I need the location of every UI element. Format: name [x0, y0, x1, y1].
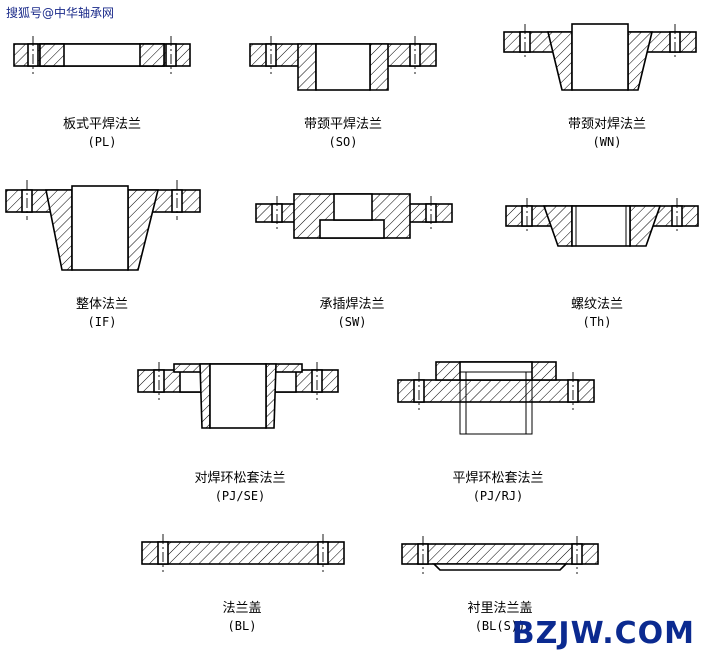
label-th-code: (Th)	[582, 315, 612, 329]
drawing-pj-rj	[397, 361, 595, 435]
label-pl-code: (PL)	[87, 135, 117, 149]
label-th-name: 螺纹法兰	[570, 297, 623, 312]
label-bl-name: 法兰盖	[222, 601, 262, 616]
label-so-code: (SO)	[328, 135, 358, 149]
label-bl-s-code: (BL(S))	[474, 619, 526, 633]
label-wn-code: (WN)	[592, 135, 622, 149]
label-if-code: (IF)	[87, 315, 117, 329]
drawing-wn	[503, 23, 697, 91]
label-bl-s-name: 衬里法兰盖	[467, 601, 533, 616]
drawing-sw	[255, 193, 453, 239]
watermark-top: 搜狐号@中华轴承网	[6, 6, 115, 20]
label-pj-rj-name: 平焊环松套法兰	[452, 471, 544, 486]
label-pj-rj-code: (PJ/RJ)	[472, 489, 524, 503]
drawing-so	[249, 36, 437, 91]
drawing-bl	[141, 534, 345, 572]
label-so-name: 带颈平焊法兰	[303, 117, 382, 132]
label-pj-se-name: 对焊环松套法兰	[194, 471, 286, 486]
label-if-name: 整体法兰	[75, 297, 128, 312]
label-pj-se-code: (PJ/SE)	[214, 489, 266, 503]
label-wn-name: 带颈对焊法兰	[567, 117, 646, 132]
drawing-pj-se	[137, 362, 339, 429]
drawing-th	[505, 198, 699, 247]
label-pl-name: 板式平焊法兰	[62, 117, 141, 132]
label-sw-code: (SW)	[337, 315, 367, 329]
drawing-if	[5, 180, 201, 271]
drawing-bl-s	[401, 536, 599, 574]
label-sw-name: 承插焊法兰	[319, 297, 385, 312]
watermark-bottom: BZJW.COM	[511, 616, 695, 651]
label-bl-code: (BL)	[227, 619, 257, 633]
drawing-pl	[13, 36, 191, 74]
